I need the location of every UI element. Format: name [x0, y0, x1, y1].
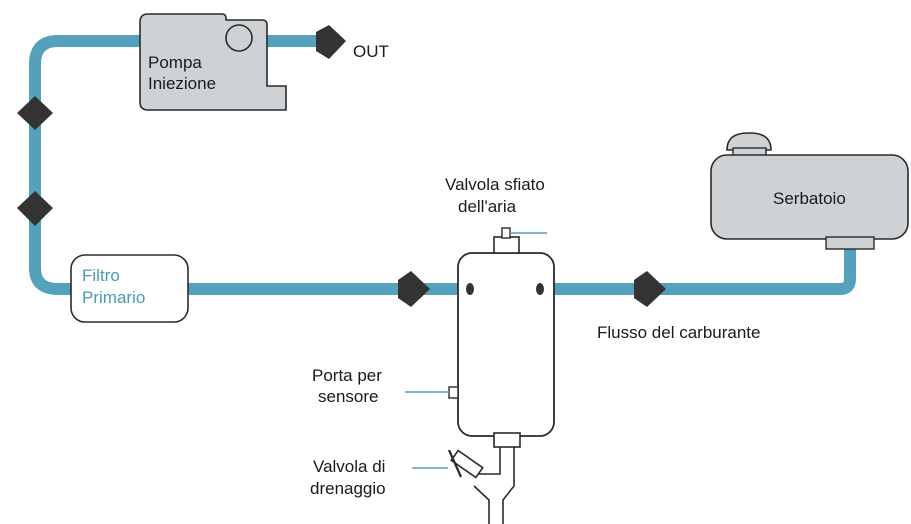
- out-check-valve: [316, 25, 346, 59]
- pump-label-line1: Pompa: [148, 53, 202, 72]
- check-valve-left: [398, 271, 430, 307]
- tank-body: [710, 154, 909, 240]
- out-label: OUT: [353, 42, 389, 61]
- filter-label-line2: Primario: [82, 288, 145, 307]
- tank-label: Serbatoio: [773, 189, 846, 208]
- drain-valve-handle: [447, 449, 484, 479]
- separator-bowl: [405, 227, 555, 524]
- drain-pipe: [473, 447, 515, 524]
- outlet-port: [466, 283, 474, 295]
- sensor-label-line1: Porta per: [312, 366, 382, 385]
- bowl-body: [457, 252, 555, 437]
- sensor-port: [448, 386, 459, 399]
- sensor-label-line2: sensore: [318, 387, 378, 406]
- vent-valve-stem: [501, 227, 511, 239]
- primary-filter: Filtro Primario: [70, 254, 189, 323]
- vent-label-line1: Valvola sfiato: [445, 175, 545, 194]
- fuel-tank: Serbatoio: [710, 132, 909, 250]
- inlet-port: [536, 283, 544, 295]
- injection-pump: Pompa Iniezione: [139, 13, 287, 111]
- check-valve-upper: [17, 96, 53, 130]
- filter-body: [70, 254, 189, 323]
- vent-valve-cap: [493, 236, 520, 254]
- drain-label-line2: drenaggio: [310, 479, 386, 498]
- drain-label-line1: Valvola di: [313, 457, 385, 476]
- pump-cap: [225, 24, 253, 52]
- filter-label-line1: Filtro: [82, 266, 120, 285]
- check-valve-lower: [17, 191, 53, 226]
- drain-fitting: [493, 432, 521, 448]
- flow-label: Flusso del carburante: [597, 323, 760, 342]
- check-valve-right: [634, 271, 666, 307]
- tank-outlet: [825, 236, 875, 250]
- tank-cap: [726, 132, 772, 151]
- fuel-pipe: [29, 35, 856, 295]
- pump-label-line2: Iniezione: [148, 74, 216, 93]
- vent-label-line2: dell'aria: [458, 197, 517, 216]
